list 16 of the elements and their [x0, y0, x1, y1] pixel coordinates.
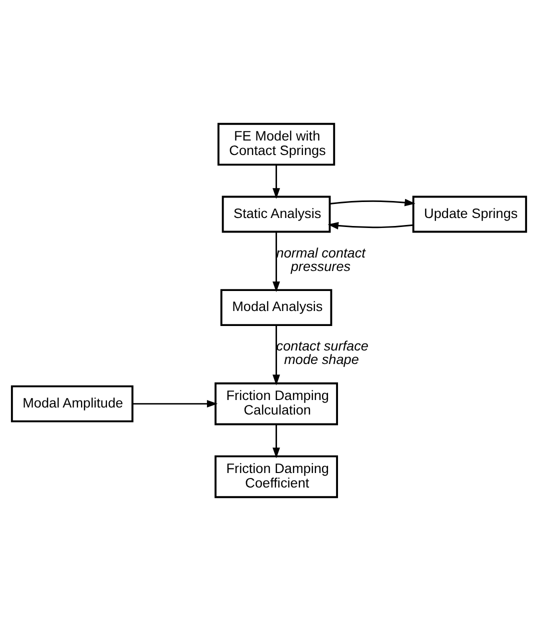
arrow: [272, 164, 280, 198]
edge-label: contact surface mode shape: [276, 338, 368, 367]
node-box: Static Analysis: [222, 195, 331, 232]
node-box: FE Model with Contact Springs: [217, 122, 336, 166]
node-box: Friction Damping Coefficient: [214, 454, 338, 498]
arrow: [272, 324, 280, 385]
arrow: [330, 198, 416, 206]
arrow: [272, 424, 280, 458]
arrow: [328, 222, 414, 229]
node-box: Modal Amplitude: [10, 384, 134, 422]
edge-label: normal contact pressures: [276, 244, 366, 274]
arrow: [132, 400, 218, 408]
node-box: Modal Analysis: [220, 288, 332, 326]
node-box: Friction Damping Calculation: [214, 382, 338, 425]
arrow: [272, 232, 280, 292]
node-box: Update Springs: [412, 195, 528, 232]
